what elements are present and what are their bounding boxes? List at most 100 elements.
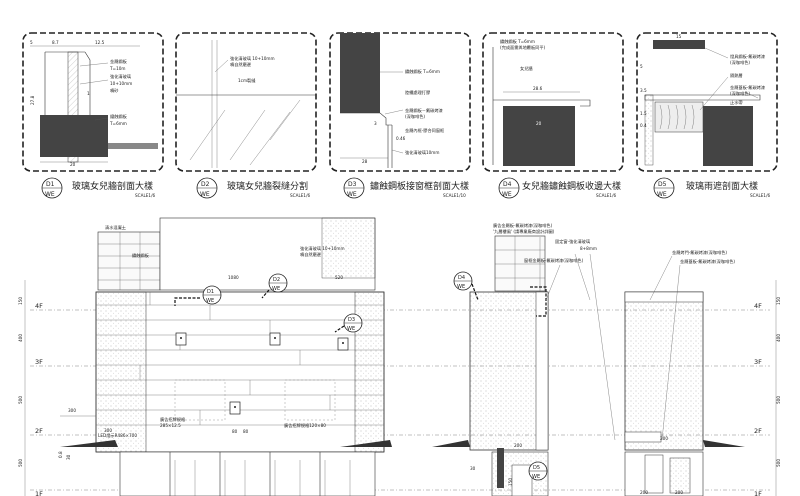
level-markers-right: 4F 3F 2F 1F 150 400 500 500 (754, 280, 781, 496)
detail-title: 玻璃女兒牆剖面大樣 (72, 180, 153, 192)
dim-text: 400 (776, 334, 781, 342)
dim-text: 1080 (228, 275, 239, 280)
detail-frame (636, 32, 778, 172)
slab (108, 143, 158, 149)
badge-code: D5 (658, 181, 667, 188)
badge-sheet: WE (347, 191, 357, 198)
level-label: 4F (754, 302, 762, 310)
note: 窗框金屬板-氟碳烤漆(深咖啡色) (524, 257, 584, 264)
detail-frame (482, 32, 624, 172)
badge-code: D3 (348, 317, 355, 323)
detail-scale: SCALE1/6 (135, 193, 156, 198)
dim-text: 1 (87, 91, 90, 96)
note: 金屬蓋板-氟碳烤漆(深咖啡色) (680, 258, 735, 265)
level-markers-left: 4F 3F 2F 1F 150 400 500 500 (18, 280, 43, 496)
dim-text: 150 (18, 297, 23, 305)
dim-text: 3.5 (640, 88, 647, 93)
detail-scale: SCALE1/6 (290, 193, 311, 198)
note: 強化清玻璃10mm (405, 149, 439, 156)
badge-sheet: WE (347, 326, 355, 332)
dim-text: 15 (676, 34, 682, 39)
dim-text: 5 (30, 40, 33, 45)
note: 鐵蝕鋼板 (110, 113, 128, 120)
side-elevation-2: 200 200 200 (624, 291, 745, 496)
dim-text: 0.8 (58, 451, 63, 458)
dim-text: 200 (660, 436, 668, 441)
dim-text: 150 (776, 297, 781, 305)
note: '九層樓風' (請專業廠商設計詳圖) (493, 228, 555, 235)
detail-d5: 15 3.5 0.4 1.5 5 燈具鋼板-氟碳烤漆 (深咖啡色) 隔熱層 金屬… (636, 32, 778, 199)
note: T=6mm (109, 121, 127, 126)
note: 鏽蝕鋼板 T=6mm (405, 68, 440, 75)
dim-text: 0.46 (396, 136, 406, 141)
note: 強化清玻璃 10+10mm (230, 55, 275, 62)
dim-text: 1cm裂縫 (238, 77, 256, 84)
badge-code: D1 (207, 289, 214, 295)
elevation-notes: 廣告金屬板-氟碳烤漆(深咖啡色) '九層樓風' (請專業廠商設計詳圖) 窗框金屬… (493, 222, 735, 441)
note: (完成面需與地覆板同平) (500, 44, 546, 51)
note: 燈具鋼板-氟碳烤漆 (730, 53, 765, 60)
detail-d2: 強化清玻璃 10+10mm 噴自然磨邊 1cm裂縫 D2 WE 玻璃女兒牆裂縫分… (175, 32, 317, 199)
dim-text: 1.5 (640, 111, 647, 116)
badge-sheet: WE (272, 286, 280, 292)
side-elevation-1: 200 30 150 (432, 235, 549, 496)
level-label: 3F (754, 358, 762, 366)
callout-d5: D5 WE (528, 461, 548, 481)
note: 陸續處理打膠 (405, 89, 431, 96)
dim-text: 3 (374, 121, 377, 126)
dim-text: 500 (18, 396, 23, 404)
detail-badge: D2 WE (196, 177, 218, 199)
dim-text: 27.8 (30, 95, 35, 105)
badge-sheet: WE (200, 191, 210, 198)
note: 隔熱層 (730, 72, 743, 79)
level-label: 1F (35, 490, 43, 496)
detail-badge: D4 WE (498, 177, 520, 199)
dim-text: 200 (640, 490, 648, 495)
level-label: 1F (754, 490, 762, 496)
callout-d1: D1 WE (174, 285, 222, 306)
detail-scale: SCALE1/10 (443, 193, 466, 198)
note: 8+8mm (580, 246, 597, 251)
dim-text: 5 (640, 64, 643, 69)
level-label: 3F (35, 358, 43, 366)
badge-code: D1 (46, 181, 55, 188)
note: 285×12.5 (160, 423, 181, 428)
dim-text: 80 (232, 429, 238, 434)
note: 女兒牆 (520, 65, 533, 72)
badge-code: D4 (458, 275, 465, 281)
door-panel (497, 448, 504, 488)
steel-plate (340, 33, 380, 113)
dim-text: 500 (776, 459, 781, 467)
note: 止水帶 (730, 99, 743, 106)
insulation (654, 101, 704, 133)
note: 金屬蓋板-氟碳烤漆 (730, 84, 765, 91)
detail-title: 玻璃雨遮剖面大樣 (686, 180, 758, 192)
badge-sheet: WE (657, 191, 667, 198)
dim-text: 0.4 (640, 123, 647, 128)
note: 噴自然磨邊 (300, 251, 322, 258)
dim-text: 300 (68, 408, 76, 413)
note: 廣告金屬板-氟碳烤漆(深咖啡色) (493, 222, 553, 229)
level-label: 2F (35, 427, 43, 435)
dim-text: 8.7 (52, 40, 59, 45)
detail-frame (22, 32, 164, 172)
detail-frame (329, 32, 471, 172)
note: 強化清玻璃 10+10mm (300, 245, 345, 252)
detail-badge: D5 WE (653, 177, 675, 199)
note: 廣告招牌規格120×80 (284, 422, 326, 429)
detail-scale: SCALE1/6 (596, 193, 617, 198)
steel-block (40, 115, 108, 157)
callout-d3: D3 WE (334, 313, 363, 333)
note: 噴自然磨邊 (230, 61, 252, 68)
dim-text: 400 (18, 334, 23, 342)
dim-text: 200 (675, 490, 683, 495)
note: (深咖啡色) (730, 59, 750, 66)
note: 金屬內框-膠合同窗框 (405, 127, 445, 134)
note: 清水混凝土 (105, 224, 126, 231)
level-label: 2F (754, 427, 762, 435)
note: 強化清玻璃 (110, 73, 131, 80)
detail-title: 女兒牆鏽蝕鋼板收邊大樣 (522, 180, 621, 192)
front-elevation: 清水混凝土 鏽蝕鋼板 強化清玻璃 10+10mm 噴自然磨邊 1080 520 … (58, 217, 392, 496)
detail-frame (175, 32, 317, 172)
